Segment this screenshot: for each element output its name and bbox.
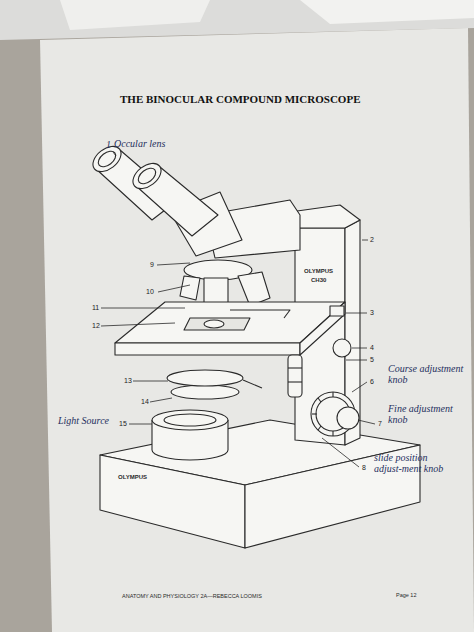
callout-number: 4 — [370, 344, 374, 352]
callout-number: 13 — [124, 377, 132, 385]
leader-lines — [322, 438, 359, 467]
microscope-drawing — [152, 410, 228, 430]
microscope-drawing — [88, 141, 420, 548]
background-papers — [40, 28, 474, 632]
microscope-drawing — [95, 148, 118, 170]
leader-lines — [150, 398, 172, 402]
microscope-drawing — [243, 380, 262, 388]
leader-lines — [101, 308, 185, 309]
callout-number: 1 — [106, 140, 111, 151]
leader-lines — [346, 360, 367, 361]
background-papers — [300, 0, 474, 24]
microscope-drawing — [288, 355, 302, 397]
microscope-drawing — [312, 413, 317, 414]
microscope-drawing — [318, 398, 321, 402]
part-label: Occular lens — [114, 139, 165, 150]
callout-number: 2 — [370, 236, 374, 244]
microscope-drawing — [330, 306, 344, 316]
page-number: Page 12 — [396, 592, 417, 598]
leader-lines — [157, 263, 190, 265]
microscope-drawing — [100, 455, 245, 548]
leader-lines — [101, 152, 375, 467]
microscope-drawing — [318, 426, 321, 430]
leader-lines — [362, 240, 368, 241]
brand-text: OLYMPUS — [118, 474, 147, 481]
microscope-drawing — [204, 278, 228, 304]
callout-number: 11 — [92, 304, 99, 312]
microscope-drawing — [115, 343, 300, 355]
leader-lines — [113, 152, 116, 156]
microscope-drawing — [288, 381, 302, 382]
microscope-drawing — [184, 318, 250, 330]
microscope-drawing — [167, 370, 243, 386]
leader-lines — [352, 348, 367, 349]
part-label: slide position adjust-ment knob — [374, 453, 456, 474]
microscope-drawing — [238, 272, 270, 306]
callout-number: 12 — [92, 322, 100, 330]
microscope-drawing — [164, 414, 216, 426]
part-label: Course adjustment knob — [388, 364, 466, 385]
microscope-drawing — [180, 276, 200, 300]
microscope-drawing — [337, 407, 359, 429]
callout-number: 6 — [370, 378, 374, 386]
microscope-drawing — [204, 320, 224, 328]
diagram-title: THE BINOCULAR COMPOUND MICROSCOPE — [120, 93, 360, 105]
callout-number: 15 — [119, 420, 127, 428]
callout-number: 14 — [141, 398, 149, 406]
background-papers — [60, 0, 210, 30]
footer-text: ANATOMY AND PHYSIOLOGY 2A—REBECCA LOOMIS — [122, 593, 262, 599]
leader-lines — [101, 323, 175, 326]
leader-lines — [346, 313, 367, 314]
microscope-drawing — [333, 339, 351, 357]
leader-lines — [352, 382, 367, 392]
part-label: Fine adjustment knob — [388, 404, 464, 425]
microscope-drawing — [135, 165, 158, 187]
leader-lines — [129, 424, 152, 425]
microscope-drawing — [332, 431, 333, 436]
part-label: Light Source — [58, 416, 109, 427]
callout-number: 5 — [370, 356, 374, 364]
microscope-drawing — [128, 158, 166, 193]
callout-number: 10 — [146, 288, 154, 296]
callout-number: 9 — [150, 261, 154, 269]
callout-number: 7 — [378, 420, 382, 428]
microscope-drawing — [332, 392, 333, 397]
microscope-drawing — [171, 385, 239, 399]
microscope-drawing — [288, 367, 302, 368]
microscope-drawing — [230, 310, 290, 318]
brand-text: CH30 — [311, 277, 326, 284]
brand-text: OLYMPUS — [304, 268, 333, 275]
callout-number: 3 — [370, 309, 374, 317]
leader-lines — [358, 420, 375, 424]
leader-lines — [133, 381, 168, 382]
leader-lines — [158, 285, 190, 292]
callout-number: 8 — [362, 464, 366, 472]
